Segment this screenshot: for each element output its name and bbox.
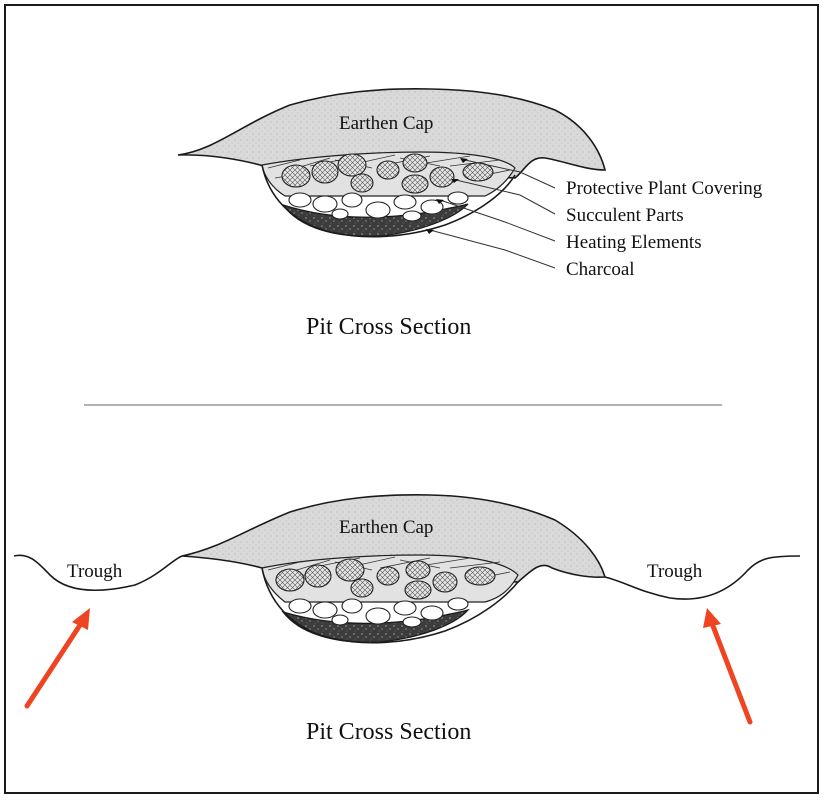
figure-frame bbox=[4, 4, 819, 794]
label-heating-elements: Heating Elements bbox=[566, 232, 702, 253]
trough-left-label: Trough bbox=[67, 561, 123, 582]
top-pit-outline bbox=[261, 164, 516, 238]
top-caption: Pit Cross Section bbox=[306, 314, 472, 340]
bottom-heating-elements bbox=[288, 597, 469, 628]
bottom-succulent-parts bbox=[275, 558, 496, 600]
label-succulent-parts: Succulent Parts bbox=[566, 205, 684, 226]
bottom-pit bbox=[13, 494, 801, 725]
arrow-right-icon bbox=[703, 608, 753, 725]
top-succulent-parts bbox=[281, 153, 494, 194]
top-pit bbox=[177, 88, 607, 269]
bottom-ground-line-right bbox=[604, 555, 801, 600]
bottom-earthen-cap bbox=[181, 494, 607, 583]
bottom-cap-label: Earthen Cap bbox=[339, 517, 434, 538]
top-earthen-cap bbox=[177, 88, 607, 179]
trough-right-label: Trough bbox=[647, 561, 703, 582]
arrow-left-icon bbox=[24, 608, 90, 709]
bottom-ground-line bbox=[13, 554, 183, 592]
top-leader-lines bbox=[429, 159, 556, 269]
label-protective-plant-covering: Protective Plant Covering bbox=[566, 178, 763, 199]
label-charcoal: Charcoal bbox=[566, 259, 635, 280]
top-heating-elements bbox=[288, 191, 469, 222]
bottom-pit-outline bbox=[261, 567, 519, 644]
top-cap-label: Earthen Cap bbox=[339, 113, 434, 134]
bottom-caption: Pit Cross Section bbox=[306, 719, 472, 745]
